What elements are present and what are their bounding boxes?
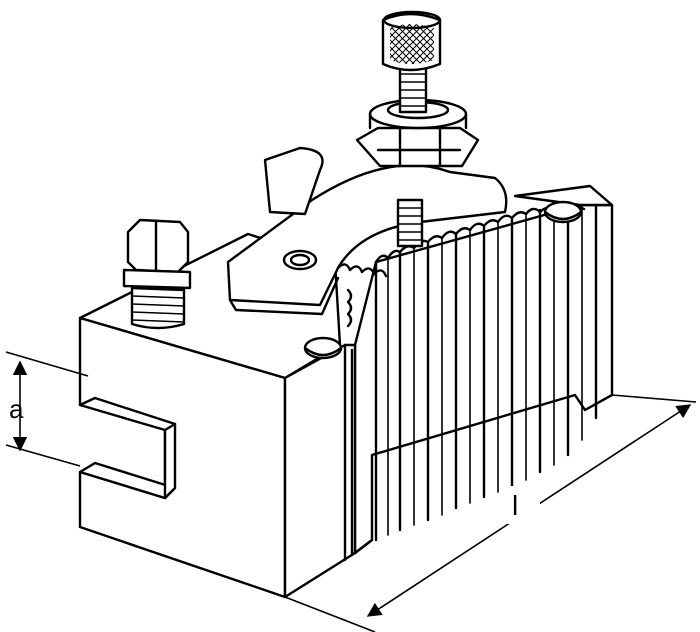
dimension-a: [5, 351, 89, 467]
dimension-a-label: a: [9, 394, 24, 424]
locating-pins: [303, 200, 583, 360]
hex-head: [126, 218, 190, 274]
center-screw: [355, 10, 480, 248]
slot-top-edge: [78, 396, 177, 426]
collar: [122, 268, 192, 290]
dimension-l: [284, 394, 697, 632]
slot-wall: [163, 422, 177, 500]
hex-nut: [355, 126, 480, 168]
dimension-l-label: l: [512, 490, 519, 521]
front-screw: [122, 218, 192, 330]
clamp-plate: [226, 146, 508, 328]
clamp-hole: [282, 249, 318, 271]
clamp-tab: [263, 146, 324, 216]
